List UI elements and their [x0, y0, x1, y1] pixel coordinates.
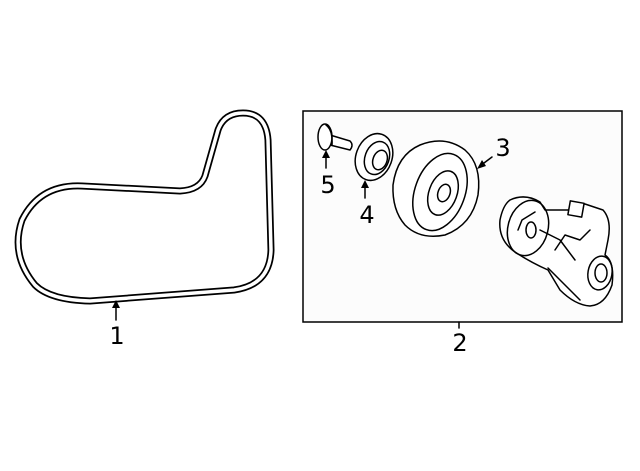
pulley	[392, 140, 480, 237]
belt	[14, 109, 275, 305]
callout-label-3: 3	[495, 134, 510, 162]
bolt	[317, 123, 353, 151]
callout-label-1: 1	[109, 322, 124, 350]
callout-label-2: 2	[452, 329, 467, 357]
callout-1: 1	[109, 300, 125, 350]
tensioner-body	[499, 196, 614, 307]
callout-label-5: 5	[320, 171, 335, 199]
callout-label-4: 4	[359, 201, 374, 229]
dust-cover	[354, 132, 394, 182]
